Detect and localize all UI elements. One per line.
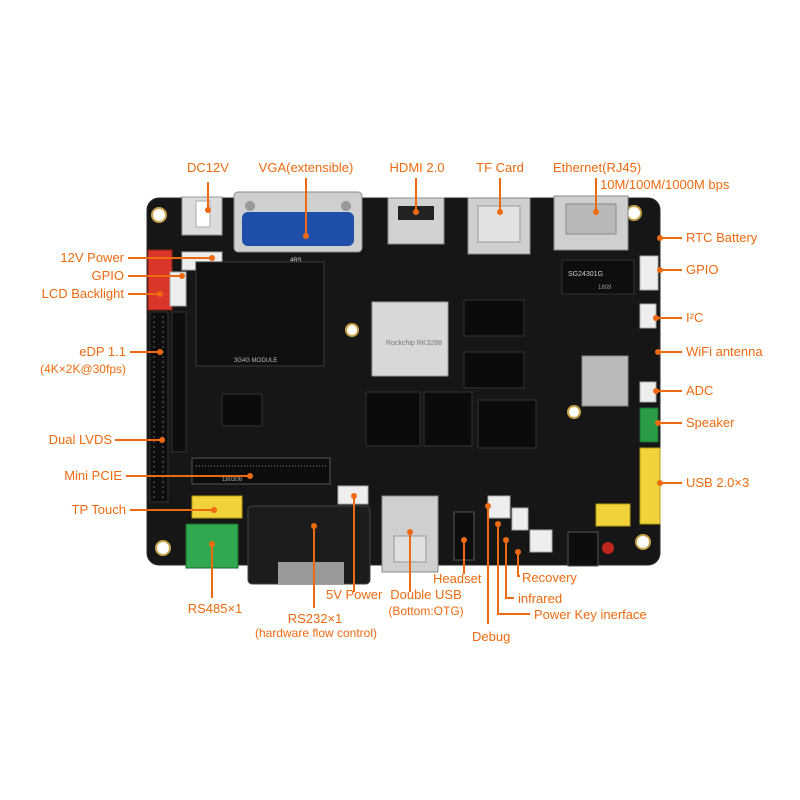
usb-header (639, 447, 661, 525)
label-headset: Headset (433, 571, 482, 586)
gpio-right-connector (639, 255, 659, 291)
label-power-key: Power Key inerface (534, 607, 647, 622)
callout-lines (115, 178, 682, 624)
edp-header (149, 311, 169, 503)
label-double-usb: Double USB (390, 587, 462, 602)
soc-chip (371, 301, 449, 377)
label-rtc-battery: RTC Battery (686, 230, 758, 245)
label-adc: ADC (686, 383, 714, 398)
pmic-chip (221, 393, 263, 427)
mounting-hole (345, 323, 359, 337)
label-tp-touch: TP Touch (71, 502, 126, 517)
i2c-connector (639, 303, 657, 329)
label-edp-res: (4K×2K@30fps) (40, 362, 126, 376)
emmc-chip (477, 399, 537, 449)
label-infrared: infrared (518, 591, 563, 606)
mounting-hole (151, 207, 167, 223)
label-gpio-left: GPIO (91, 268, 124, 283)
ram-chip (423, 391, 473, 447)
label-12v-power: 12V Power (60, 250, 124, 265)
mounting-hole (635, 534, 651, 550)
ram-chip (365, 391, 421, 447)
eth-marking: SG24301G (568, 271, 603, 278)
mounting-hole (155, 540, 171, 556)
label-speaker: Speaker (686, 415, 735, 430)
debug-connector (487, 495, 511, 519)
speaker-connector (639, 407, 659, 443)
eth-magnetics (561, 259, 635, 295)
label-tf-card: TF Card (476, 160, 524, 175)
ram-chip (463, 299, 525, 337)
label-hdmi: HDMI 2.0 (389, 160, 445, 175)
label-recovery: Recovery (522, 570, 577, 585)
label-rs485: RS485×1 (187, 601, 243, 616)
eth-code: 1809 (598, 285, 612, 291)
label-usb20: USB 2.0×3 (686, 475, 750, 490)
label-wifi-antenna: WiFi antenna (686, 344, 763, 359)
label-gpio-right: GPIO (686, 262, 719, 277)
minipcie-marking: 180306 (222, 477, 243, 483)
label-dc12v: DC12V (187, 160, 229, 175)
power-key-connector (511, 507, 529, 531)
label-lcd-backlight: LCD Backlight (41, 286, 124, 301)
recovery-button (529, 529, 553, 553)
ram-chip (463, 351, 525, 389)
mini-pcie-slot (191, 457, 331, 485)
label-5v-power: 5V Power (326, 587, 383, 602)
wifi-module (581, 355, 629, 407)
module-marking: 3G4G MODULE (234, 358, 277, 364)
label-rs232: RS232×1 (287, 611, 343, 626)
soc-marking: Rockchip RK3288 (386, 340, 442, 347)
power-12v-connector (147, 249, 173, 311)
label-rs232-note: (hardware flow control) (254, 626, 378, 640)
infrared-led (602, 542, 614, 554)
label-mini-pcie: Mini PCIE (64, 468, 122, 483)
label-debug: Debug (472, 629, 511, 644)
label-ethernet: Ethernet(RJ45) (553, 160, 642, 175)
vga-marking: 4RS (290, 258, 302, 264)
3g4g-module (195, 261, 325, 367)
tp-touch-connector (191, 495, 243, 519)
label-ethernet-speed: 10M/100M/1000M bps (600, 177, 730, 192)
usb-yellow-connector (595, 503, 631, 527)
label-edp: eDP 1.1 (79, 344, 126, 359)
mounting-hole (567, 405, 581, 419)
label-double-usb-note: (Bottom:OTG) (388, 604, 464, 618)
label-dual-lvds: Dual LVDS (48, 432, 112, 447)
label-i2c: I²C (686, 310, 704, 325)
mounting-hole (626, 205, 642, 221)
label-vga: VGA(extensible) (258, 160, 354, 175)
